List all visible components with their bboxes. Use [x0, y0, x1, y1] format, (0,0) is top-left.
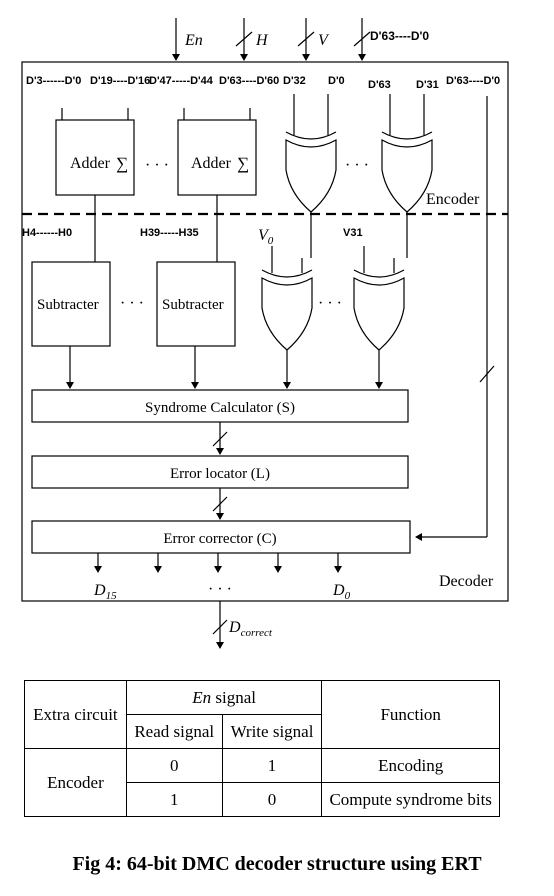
cell-read: 1 — [125, 782, 223, 817]
v0-label: V0 — [258, 227, 274, 247]
en-italic: En — [192, 687, 212, 707]
input-h: H — [235, 18, 269, 61]
bus-label: D'63----D'0 — [446, 75, 500, 87]
bus-label: D'47-----D'44 — [149, 75, 214, 87]
ellipsis: · · · — [120, 295, 144, 312]
header-extra-circuit: Extra circuit — [24, 680, 127, 749]
xor-gate-decoder-2 — [353, 246, 405, 351]
cell-function: Compute syndrome bits — [321, 782, 500, 817]
header-function: Function — [321, 680, 500, 749]
ellipsis: · · · — [318, 295, 342, 312]
cell-write: 0 — [221, 782, 323, 817]
error-corrector-label: Error corrector (C) — [163, 531, 276, 547]
xor-gate-encoder-2 — [381, 94, 433, 214]
v31-label: V31 — [343, 227, 363, 239]
header-en-signal: En signal — [125, 680, 323, 715]
adder-label: Adder — [70, 155, 111, 172]
outer-frame — [21, 61, 509, 602]
syndrome-calculator-block: Syndrome Calculator (S) — [31, 389, 409, 423]
error-corrector-block: Error corrector (C) — [31, 520, 411, 554]
xor-gate-encoder-1 — [285, 94, 337, 214]
bus-label: D'31 — [416, 79, 439, 91]
dcorrect-label: Dcorrect — [228, 619, 273, 639]
figure-caption: Fig 4: 64-bit DMC decoder structure usin… — [72, 853, 482, 875]
signal-text: signal — [211, 687, 256, 707]
subtracter-block-2: Subtracter — [156, 261, 236, 347]
error-locator-label: Error locator (L) — [170, 466, 270, 482]
error-locator-block: Error locator (L) — [31, 455, 409, 489]
h-right-label: H39-----H35 — [140, 227, 199, 239]
ellipsis: · · · — [345, 157, 369, 174]
table-row: Encoder 0 1 Encoding — [24, 748, 500, 817]
sigma-symbol: ∑ — [237, 154, 249, 173]
bus-label: D'63----D'60 — [219, 75, 279, 87]
encoder-label: Encoder — [426, 191, 480, 208]
d0-output-label: D0 — [332, 582, 351, 602]
input-v: V — [297, 18, 330, 61]
input-d-label: D'63----D'0 — [370, 29, 429, 43]
table-row: 1 0 Compute syndrome bits — [25, 782, 500, 817]
subtracter-label: Subtracter — [37, 297, 99, 313]
input-en: En — [172, 18, 203, 61]
xor-gate-decoder-1 — [261, 246, 313, 351]
bus-label: D'0 — [328, 75, 345, 87]
syndrome-calculator-label: Syndrome Calculator (S) — [145, 400, 295, 416]
subtracter-label: Subtracter — [162, 297, 224, 313]
cell-circuit: Encoder — [24, 748, 127, 817]
cell-function: Encoding — [321, 748, 500, 783]
sigma-symbol: ∑ — [116, 154, 128, 173]
subtracter-block-1: Subtracter — [31, 261, 111, 347]
input-en-label: En — [184, 32, 203, 49]
output-ellipsis: · · · — [208, 581, 232, 598]
bus-label: D'32 — [283, 75, 306, 87]
decoder-label: Decoder — [439, 573, 494, 590]
adder-block-1: Adder ∑ — [55, 108, 135, 196]
bus-label: D'63 — [368, 79, 391, 91]
adder-block-2: Adder ∑ — [177, 108, 257, 196]
cell-read: 0 — [125, 748, 223, 783]
header-write-signal: Write signal — [221, 714, 323, 749]
header-read-signal: Read signal — [125, 714, 223, 749]
input-h-label: H — [255, 32, 269, 49]
bus-label: D'19----D'16 — [90, 75, 150, 87]
input-d: D'63----D'0 — [353, 18, 429, 61]
cell-write: 1 — [221, 748, 323, 783]
d15-label: D15 — [93, 582, 117, 602]
en-signal-table: Extra circuit En signal Function Read si… — [24, 680, 500, 817]
adder-label: Adder — [191, 155, 232, 172]
ellipsis: · · · — [145, 157, 169, 174]
h-left-label: H4------H0 — [22, 227, 72, 239]
bus-label: D'3------D'0 — [26, 75, 81, 87]
input-v-label: V — [318, 32, 330, 49]
